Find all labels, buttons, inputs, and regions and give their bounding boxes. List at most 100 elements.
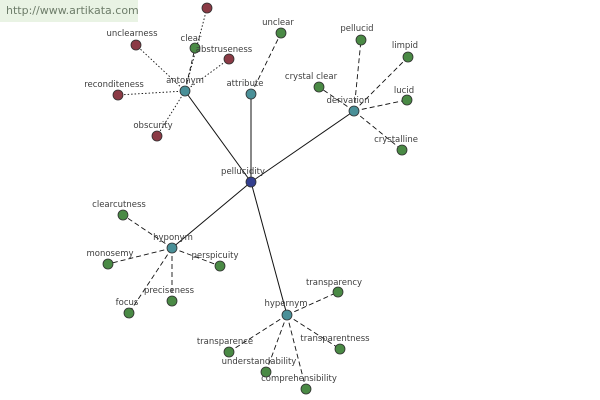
category-node-antonym-label: antonym <box>166 76 204 86</box>
edge-center-antonym <box>184 90 252 183</box>
term-node[interactable]: unclear <box>262 18 294 39</box>
category-node-antonym[interactable]: antonym <box>166 76 204 97</box>
edge-hypernym-term <box>265 314 288 373</box>
edge-antonym-term <box>184 58 230 92</box>
term-node[interactable]: crystal clear <box>285 72 338 93</box>
edge-derivation-term <box>353 110 403 151</box>
term-node-dot[interactable] <box>112 89 124 101</box>
category-node-hyponym-dot[interactable] <box>166 242 178 254</box>
category-node-derivation-label: derivation <box>326 96 369 106</box>
term-node-dot[interactable] <box>334 343 346 355</box>
category-node-antonym-dot[interactable] <box>179 85 191 97</box>
term-node-dot[interactable] <box>223 53 235 65</box>
center-node-label: pellucidity <box>221 167 265 177</box>
category-node-attribute[interactable]: attribute <box>226 79 264 100</box>
term-node-label: limpid <box>392 41 418 51</box>
edge-center-hypernym <box>250 181 288 316</box>
term-node[interactable]: lucid <box>394 86 414 106</box>
edge-hyponym-term <box>122 214 173 249</box>
edge-center-derivation <box>250 110 355 183</box>
term-node[interactable]: crystalline <box>374 135 418 156</box>
term-node-dot[interactable] <box>117 209 129 221</box>
term-node[interactable]: limpid <box>392 41 418 63</box>
term-node[interactable]: clearcutness <box>92 200 146 221</box>
term-node-dot[interactable] <box>123 307 135 319</box>
term-node[interactable]: obscureness <box>180 0 234 14</box>
edge-hypernym-term <box>228 314 288 353</box>
term-node-label: comprehensibility <box>261 374 337 384</box>
edge-antonym-term <box>117 90 186 96</box>
center-node-dot[interactable] <box>245 176 257 188</box>
term-node-label: unclearness <box>106 29 158 39</box>
term-node-dot[interactable] <box>189 42 201 54</box>
category-node-hypernym[interactable]: hypernym <box>264 299 308 321</box>
category-node-derivation[interactable]: derivation <box>326 96 370 117</box>
term-node[interactable]: reconditeness <box>84 80 144 101</box>
term-node-dot[interactable] <box>102 258 114 270</box>
term-node-label: reconditeness <box>84 80 144 90</box>
term-node[interactable]: perspicuity <box>191 251 239 272</box>
category-node-attribute-label: attribute <box>226 79 263 89</box>
term-node-dot[interactable] <box>166 295 178 307</box>
category-node-attribute-dot[interactable] <box>245 88 257 100</box>
term-node-dot[interactable] <box>313 81 325 93</box>
watermark-url: http://www.artikata.com <box>0 0 139 22</box>
term-node[interactable]: transparence <box>197 337 253 358</box>
term-node-dot[interactable] <box>201 2 213 14</box>
edge-hypernym-term <box>286 314 307 390</box>
center-node[interactable]: pellucidity <box>221 167 265 188</box>
term-node-dot[interactable] <box>275 27 287 39</box>
term-node-dot[interactable] <box>396 144 408 156</box>
term-node[interactable]: obscurity <box>133 121 173 142</box>
edge-center-hyponym <box>171 181 252 249</box>
edge-hyponym-term <box>128 247 173 314</box>
term-node-dot[interactable] <box>214 260 226 272</box>
term-node-dot[interactable] <box>151 130 163 142</box>
term-node-dot[interactable] <box>401 94 413 106</box>
term-node-dot[interactable] <box>260 366 272 378</box>
term-node-label: transparentness <box>300 334 370 344</box>
term-node-dot[interactable] <box>332 286 344 298</box>
term-node[interactable]: comprehensibility <box>261 374 337 395</box>
term-node[interactable]: pellucid <box>340 24 374 46</box>
term-node-dot[interactable] <box>130 39 142 51</box>
term-node-label: obscurity <box>133 121 172 131</box>
term-node[interactable]: abstruseness <box>196 45 253 65</box>
term-node-dot[interactable] <box>402 51 414 63</box>
category-node-hyponym[interactable]: hyponym <box>153 233 193 254</box>
category-node-hyponym-label: hyponym <box>153 233 193 243</box>
edge-hyponym-term <box>171 247 221 267</box>
term-node-label: crystal clear <box>285 72 338 82</box>
term-node-label: transparency <box>306 278 362 288</box>
term-node-label: perspicuity <box>191 251 238 261</box>
term-node[interactable]: focus <box>116 298 139 319</box>
term-node-label: understandability <box>222 357 297 367</box>
edge-derivation-term <box>353 99 408 112</box>
term-node[interactable]: understandability <box>222 357 297 378</box>
term-node[interactable]: monosemy <box>86 249 134 270</box>
category-node-hypernym-label: hypernym <box>264 299 307 309</box>
term-node-dot[interactable] <box>223 346 235 358</box>
term-node-dot[interactable] <box>355 34 367 46</box>
term-node-label: monosemy <box>86 249 133 259</box>
term-node-label: clearcutness <box>92 200 146 210</box>
term-node-label: lucid <box>394 86 414 96</box>
term-node[interactable]: preciseness <box>144 286 195 307</box>
term-node-dot[interactable] <box>300 383 312 395</box>
category-node-derivation-dot[interactable] <box>348 105 360 117</box>
term-node-label: crystalline <box>374 135 418 145</box>
term-node[interactable]: transparentness <box>300 334 370 355</box>
edge-antonym-term <box>184 47 196 92</box>
edge-attribute-term <box>250 32 282 95</box>
term-node-label: pellucid <box>340 24 373 34</box>
term-node-label: abstruseness <box>196 45 253 55</box>
edge-derivation-term <box>318 86 355 112</box>
term-node[interactable]: unclearness <box>106 29 158 51</box>
term-node[interactable]: clear <box>181 34 202 54</box>
term-node-label: transparence <box>197 337 253 347</box>
category-node-hypernym-dot[interactable] <box>281 309 293 321</box>
term-node-label: obscureness <box>180 0 234 3</box>
term-node[interactable]: transparency <box>306 278 362 298</box>
